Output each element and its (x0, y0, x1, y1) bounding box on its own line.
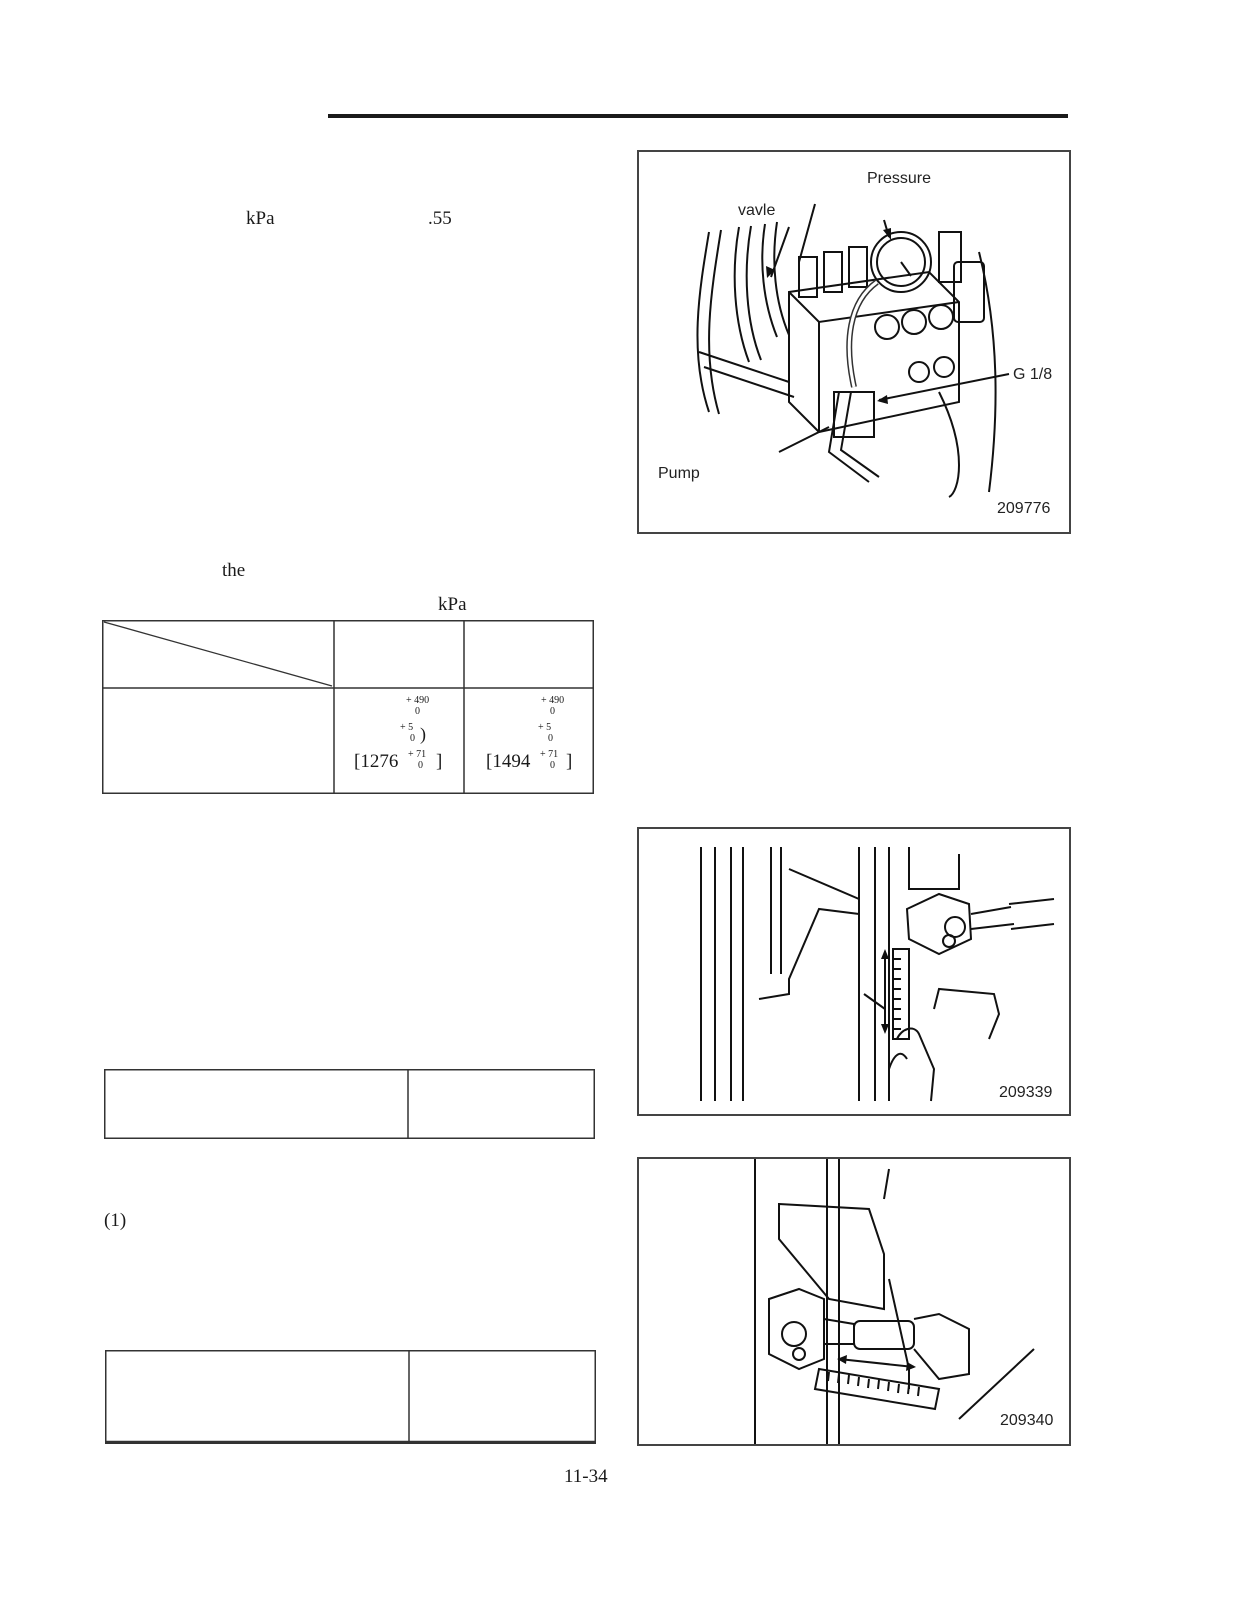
tolerance-upper-1: + 490 (541, 695, 565, 706)
tolerance-lower-3: 0 (418, 760, 423, 771)
item-number-1: (1) (104, 1210, 127, 1231)
bracket-close-1: ] (436, 751, 443, 772)
figure-id: 209339 (999, 1084, 1053, 1101)
tolerance-lower-1: 0 (415, 706, 420, 717)
pressure-cell-col2: + 490 0 + 5 0 [1494 + 71 0 ] (464, 688, 594, 794)
mast-illustration (700, 847, 1055, 1102)
the-text: the (222, 560, 246, 581)
label-valve: vavle (738, 202, 776, 219)
value-fragment-text: .55 (428, 208, 452, 229)
tolerance-upper-3: + 71 (540, 749, 559, 760)
label-fitting: G 1/8 (1013, 366, 1053, 383)
paren-close: ) (420, 724, 426, 744)
tolerance-upper-1: + 490 (406, 695, 430, 706)
table-unit-label: kPa (438, 594, 467, 615)
figure-mast-measurement: 209339 (637, 827, 1071, 1116)
figure-chain-anchor: 209340 (637, 1157, 1071, 1446)
label-pump: Pump (658, 465, 700, 482)
tolerance-upper-2: + 5 (538, 722, 552, 733)
kpa-unit-text: kPa (246, 208, 275, 229)
valve-illustration (696, 203, 1010, 498)
pressure-value-2: [1494 (486, 751, 531, 772)
header-rule (328, 114, 1068, 118)
spec-table-3 (105, 1350, 596, 1444)
table-diagonal-line (103, 621, 333, 687)
bracket-close-2: ] (566, 751, 573, 772)
spec-table-2 (104, 1069, 595, 1139)
label-pressure: Pressure (867, 170, 932, 187)
tolerance-lower-2: 0 (548, 733, 553, 744)
tolerance-lower-2: 0 (410, 733, 415, 744)
pressure-spec-table: + 490 0 + 5 0 ) [1276 + 71 0 ] + 490 0 +… (102, 620, 594, 794)
tolerance-upper-3: + 71 (408, 749, 427, 760)
tolerance-upper-2: + 5 (400, 722, 414, 733)
table-grid (102, 620, 594, 794)
tolerance-lower-3: 0 (550, 760, 555, 771)
tolerance-lower-1: 0 (550, 706, 555, 717)
figure-relief-valve: Pressure vavle G 1/8 Pump 209776 (637, 150, 1071, 534)
pressure-value-1: [1276 (354, 751, 399, 772)
anchor-illustration (754, 1159, 1035, 1444)
figure-id: 209340 (1000, 1412, 1054, 1429)
pressure-cell-col1: + 490 0 + 5 0 ) [1276 + 71 0 ] (334, 688, 464, 794)
page-number: 11-34 (564, 1466, 608, 1487)
figure-id: 209776 (997, 500, 1051, 517)
